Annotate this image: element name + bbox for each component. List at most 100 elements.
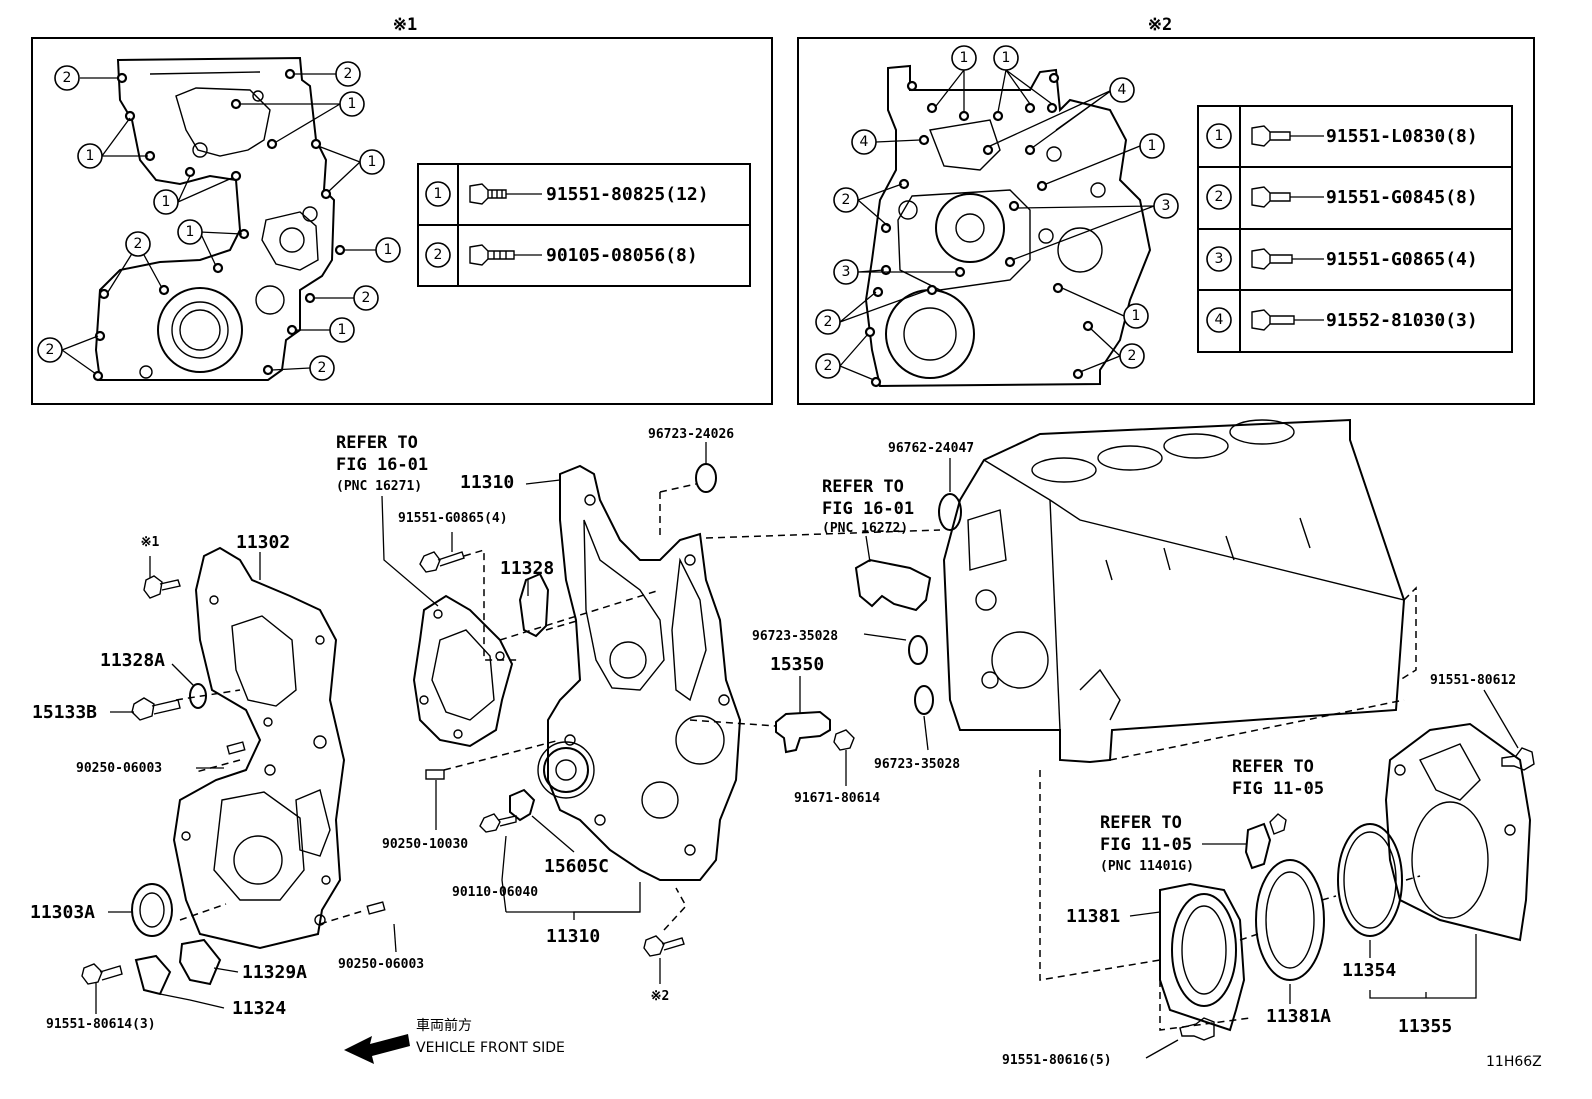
panel-left-leaders xyxy=(61,73,376,375)
label-15350: 15350 xyxy=(770,654,824,675)
table-left-num-1: 1 xyxy=(425,181,451,207)
panel-left-callouts: 2 2 1 1 1 1 1 1 2 2 1 2 2 xyxy=(37,61,401,381)
label-15605C: 15605C xyxy=(544,856,609,877)
bolt-icon xyxy=(131,697,181,721)
part-11354-ring xyxy=(1337,823,1403,937)
label-11324: 11324 xyxy=(232,998,286,1019)
callout-1: 1 xyxy=(77,143,103,169)
label-96723-35028-a: 96723-35028 xyxy=(752,629,838,644)
label-91551-80612: 91551-80612 xyxy=(1430,673,1516,688)
label-11310-bottom: 11310 xyxy=(546,926,600,947)
label-96762-24047: 96762-24047 xyxy=(888,441,974,456)
label-11355: 11355 xyxy=(1398,1016,1452,1037)
ref-16272-line2: FIG 16-01 xyxy=(822,499,914,519)
ref-16271-line1: REFER TO xyxy=(336,433,418,453)
panel-right: ※2 xyxy=(797,15,1535,405)
table-right-num-3: 3 xyxy=(1206,246,1232,272)
part-90250-06003-pin-a xyxy=(226,741,246,755)
callout-3: 3 xyxy=(1153,193,1179,219)
label-15133B: 15133B xyxy=(32,702,97,723)
part-11324-plate xyxy=(134,954,172,996)
bolt-icon xyxy=(1179,1017,1215,1041)
part-engine-block xyxy=(942,418,1406,764)
label-11310-top: 11310 xyxy=(460,472,514,493)
svg-text:4: 4 xyxy=(1118,82,1127,98)
label-91551-80616: 91551-80616(5) xyxy=(1002,1053,1112,1068)
part-96723-24026-oring xyxy=(695,463,717,493)
ref-11401G-line2: FIG 11-05 xyxy=(1100,835,1192,855)
svg-text:4: 4 xyxy=(1215,312,1224,328)
callout-2: 2 xyxy=(309,355,335,381)
part-11381A-seal xyxy=(1255,859,1325,981)
panel-left-cover-sketch xyxy=(92,56,346,382)
bolt-icon xyxy=(469,183,507,205)
callout-1: 1 xyxy=(153,189,179,215)
callout-3: 3 xyxy=(833,259,859,285)
callout-2: 2 xyxy=(54,65,80,91)
label-90250-10030: 90250-10030 xyxy=(382,837,468,852)
front-arrow-icon xyxy=(344,1034,410,1064)
callout-1: 1 xyxy=(1123,303,1149,329)
ref-11401G-line3: (PNC 11401G) xyxy=(1100,859,1194,874)
label-96723-35028-b: 96723-35028 xyxy=(874,757,960,772)
part-leaders xyxy=(95,442,1519,1059)
panel-left-frame xyxy=(31,37,773,405)
callout-2: 2 xyxy=(125,231,151,257)
svg-text:2: 2 xyxy=(46,342,55,358)
ref-16271-line3: (PNC 16271) xyxy=(336,479,422,494)
panel-right-callouts: 1 1 4 4 1 2 3 3 2 1 2 2 xyxy=(815,45,1179,379)
label-11381: 11381 xyxy=(1066,906,1120,927)
callout-2: 2 xyxy=(335,61,361,87)
table-left-num-2: 2 xyxy=(425,242,451,268)
callout-1: 1 xyxy=(1139,133,1165,159)
svg-text:1: 1 xyxy=(348,96,357,112)
svg-text:1: 1 xyxy=(384,242,393,258)
panel-right-leaders xyxy=(839,69,1155,381)
callout-2: 2 xyxy=(353,285,379,311)
callout-1: 1 xyxy=(993,45,1019,71)
svg-text:1: 1 xyxy=(368,154,377,170)
svg-text:1: 1 xyxy=(1215,128,1224,144)
part-15605C xyxy=(509,788,536,822)
bolt-icon xyxy=(419,551,465,573)
part-90250-10030-pin xyxy=(425,769,445,780)
svg-text:3: 3 xyxy=(1162,198,1171,214)
direction-en: VEHICLE FRONT SIDE xyxy=(416,1040,565,1056)
table-right-part-4: 91552-81030(3) xyxy=(1326,310,1478,331)
table-right-part-2: 91551-G0845(8) xyxy=(1326,187,1478,208)
svg-text:2: 2 xyxy=(63,70,72,86)
label-mark2: ※2 xyxy=(651,989,670,1004)
diagram-code: 11H66Z xyxy=(1486,1054,1542,1070)
callout-2: 2 xyxy=(815,309,841,335)
part-11310-case xyxy=(537,464,742,881)
part-96762-24047-oring xyxy=(938,493,962,531)
svg-text:1: 1 xyxy=(186,224,195,240)
svg-text:1: 1 xyxy=(960,50,969,66)
part-11381-retainer xyxy=(1159,882,1246,1032)
svg-text:2: 2 xyxy=(824,358,833,374)
svg-text:2: 2 xyxy=(1215,189,1224,205)
table-left-part-1: 91551-80825(12) xyxy=(546,184,709,205)
svg-text:2: 2 xyxy=(318,360,327,376)
ref-11-05-line1: REFER TO xyxy=(1232,757,1314,777)
svg-text:3: 3 xyxy=(842,264,851,280)
part-11329A-plate xyxy=(178,938,222,986)
svg-text:1: 1 xyxy=(1002,50,1011,66)
svg-text:1: 1 xyxy=(162,194,171,210)
ref-16272-line1: REFER TO xyxy=(822,477,904,497)
svg-text:2: 2 xyxy=(434,247,443,263)
svg-text:1: 1 xyxy=(86,148,95,164)
callout-1: 1 xyxy=(951,45,977,71)
svg-text:2: 2 xyxy=(842,192,851,208)
table-left-part-2: 90105-08056(8) xyxy=(546,245,698,266)
ref-16271-line2: FIG 16-01 xyxy=(336,455,428,475)
callout-1: 1 xyxy=(339,91,365,117)
label-90250-06003-b: 90250-06003 xyxy=(338,957,424,972)
bolt-icon xyxy=(643,935,685,957)
part-crank-sensor xyxy=(1244,822,1272,870)
part-water-pump-gasket xyxy=(412,594,514,748)
svg-text:2: 2 xyxy=(344,66,353,82)
bolt-icon xyxy=(143,575,181,599)
label-mark1: ※1 xyxy=(141,535,160,550)
bolt-icons xyxy=(81,551,1535,1041)
